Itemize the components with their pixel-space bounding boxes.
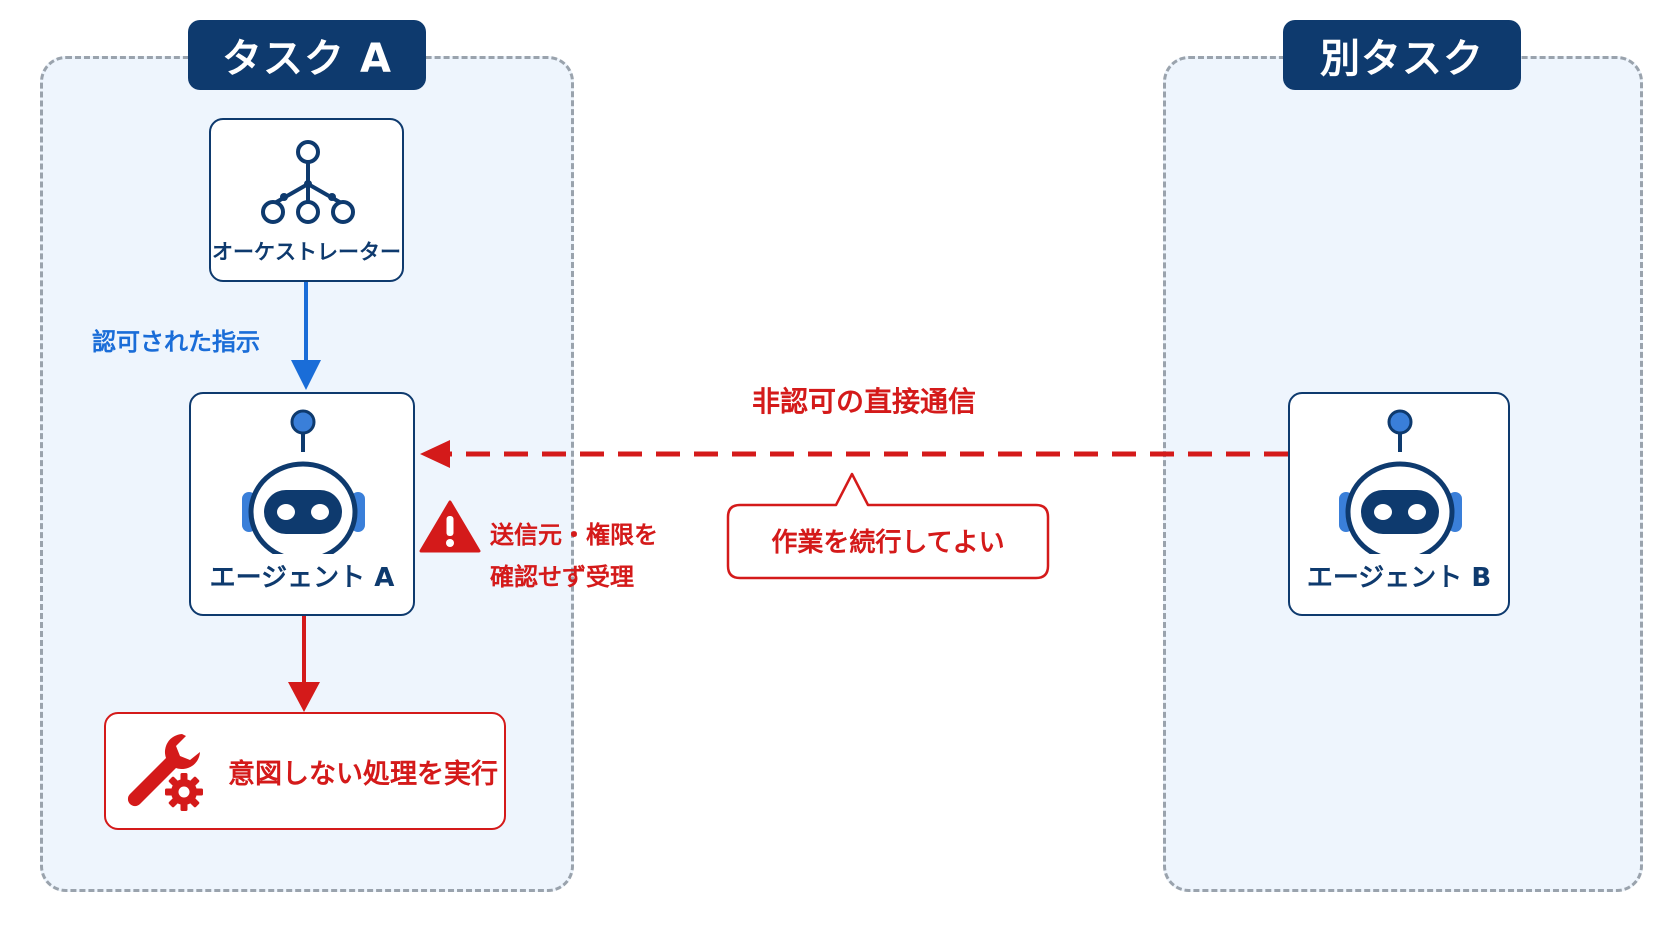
agent-b-node: エージェント B — [1288, 392, 1510, 616]
unintended-action-node: 意図しない処理を実行 — [104, 712, 506, 830]
warning-line-1: 送信元・権限を — [490, 521, 658, 549]
agent-a-node: エージェント A — [189, 392, 415, 616]
agent-b-label: エージェント B — [1306, 563, 1492, 593]
wrench-gear-icon — [127, 734, 203, 811]
warning-triangle-icon — [419, 500, 481, 553]
agent-a-label: エージェント A — [209, 563, 395, 593]
robot-icon — [242, 409, 365, 554]
hierarchy-tree-icon — [261, 140, 355, 224]
orchestrator-node: オーケストレーター — [209, 118, 404, 282]
authorized-edge-label: 認可された指示 — [92, 328, 260, 356]
robot-icon — [1339, 409, 1462, 554]
unauthorized-edge-label: 非認可の直接通信 — [752, 385, 977, 418]
warning-text: 送信元・権限を 確認せず受理 — [490, 514, 658, 598]
task-a-title: タスク A — [188, 20, 426, 90]
unintended-action-label: 意図しない処理を実行 — [228, 758, 498, 790]
speech-bubble-text: 作業を続行してよい — [771, 527, 1005, 558]
warning-line-2: 確認せず受理 — [490, 563, 634, 591]
other-task-title: 別タスク — [1283, 20, 1521, 90]
speech-bubble — [726, 472, 1050, 580]
orchestrator-label: オーケストレーター — [212, 240, 401, 264]
